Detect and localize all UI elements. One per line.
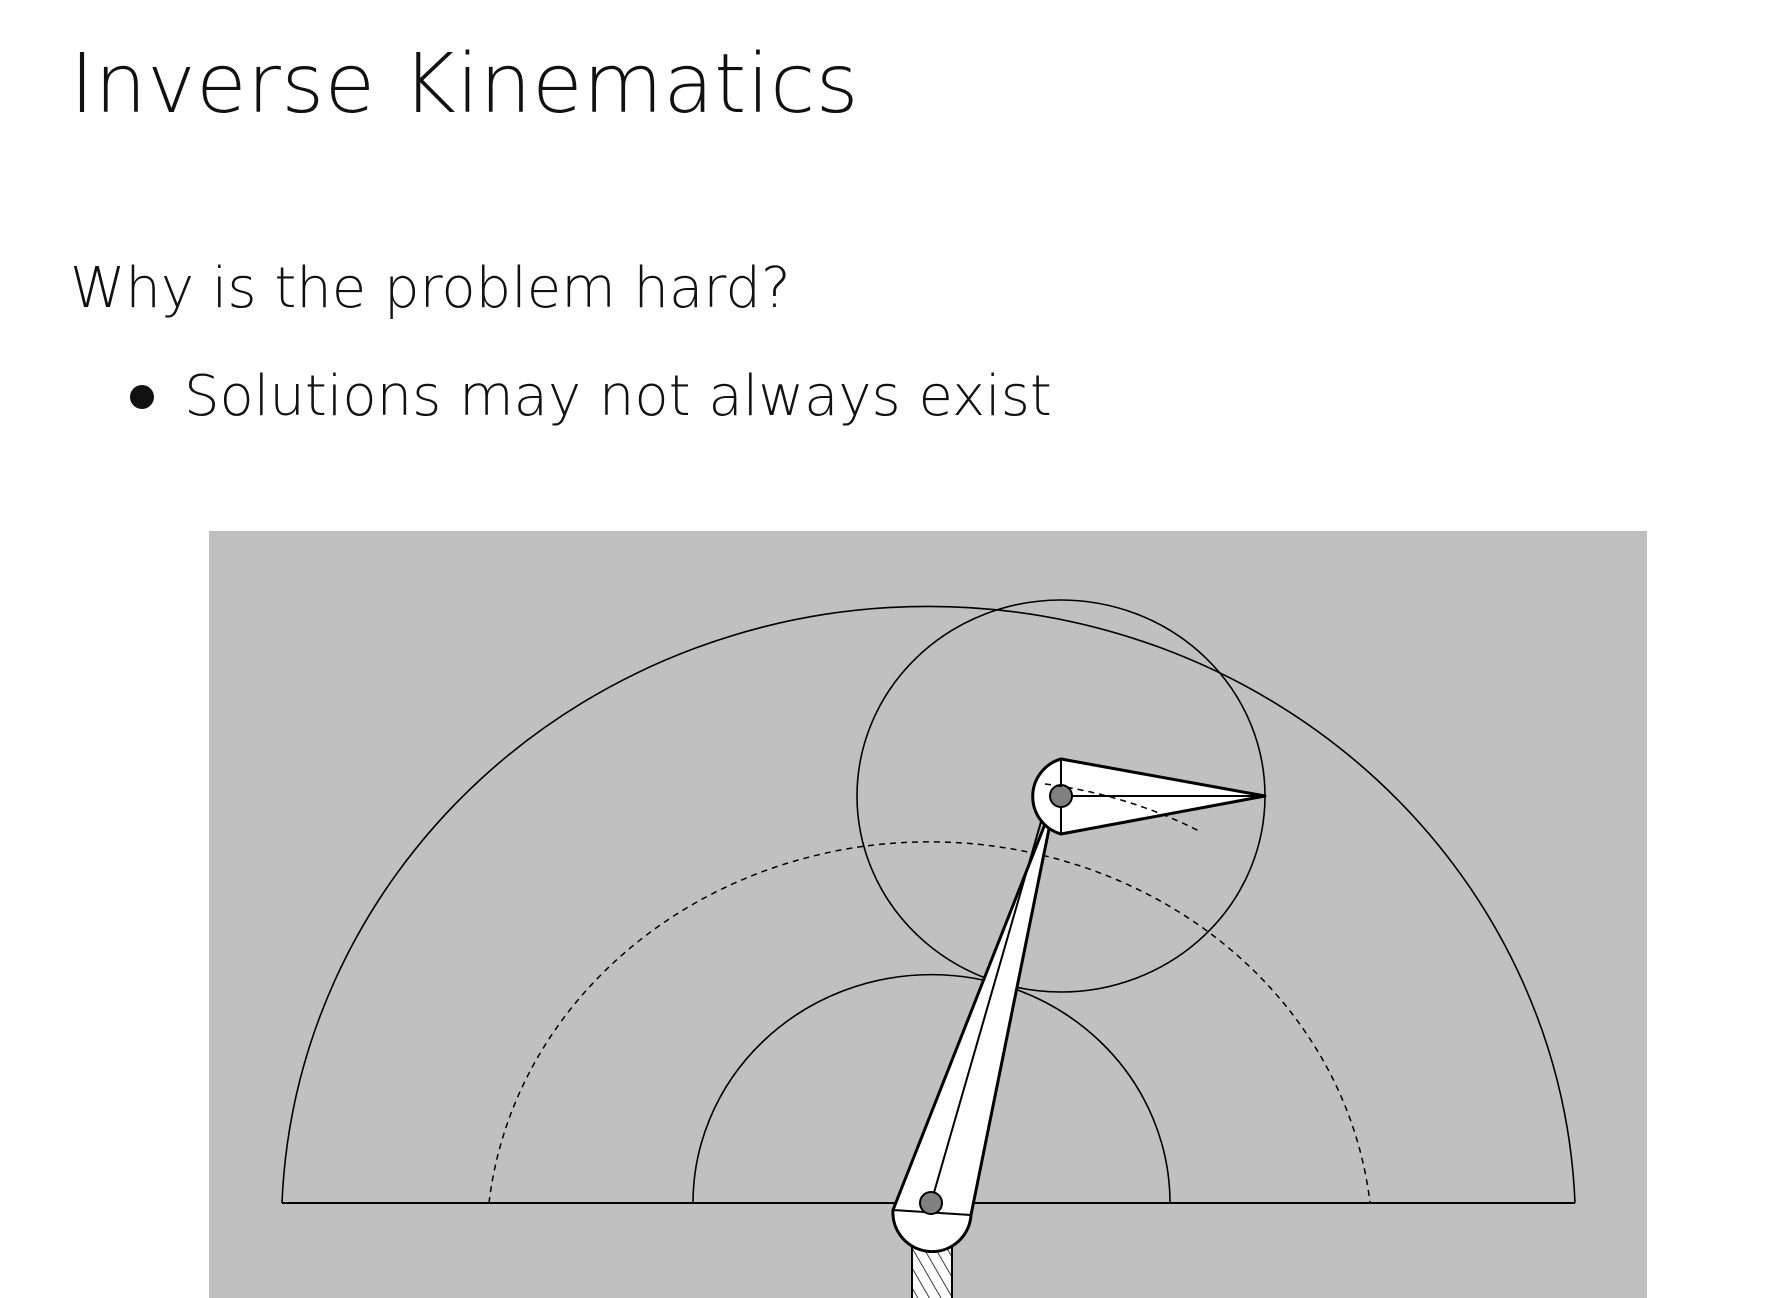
bullet-item: Solutions may not always exist	[130, 366, 1052, 428]
question-text: Why is the problem hard?	[70, 256, 791, 321]
workspace-diagram	[209, 531, 1647, 1298]
slide-title: Inverse Kinematics	[70, 37, 859, 132]
link1	[891, 793, 1053, 1253]
bullet-list: Solutions may not always exist	[130, 366, 1052, 428]
dashed-reach-overlay	[1044, 783, 1200, 832]
outer-workspace-semicircle	[281, 605, 1576, 1204]
inner-workspace-semicircle	[692, 973, 1171, 1204]
elbow-joint	[1049, 784, 1073, 808]
bullet-dot-icon	[130, 384, 154, 409]
dashed-reach-semicircle	[488, 841, 1371, 1204]
link2	[1031, 757, 1267, 836]
workspace-svg	[281, 599, 1576, 1298]
base-joint	[919, 1191, 943, 1215]
bullet-text: Solutions may not always exist	[184, 364, 1052, 429]
